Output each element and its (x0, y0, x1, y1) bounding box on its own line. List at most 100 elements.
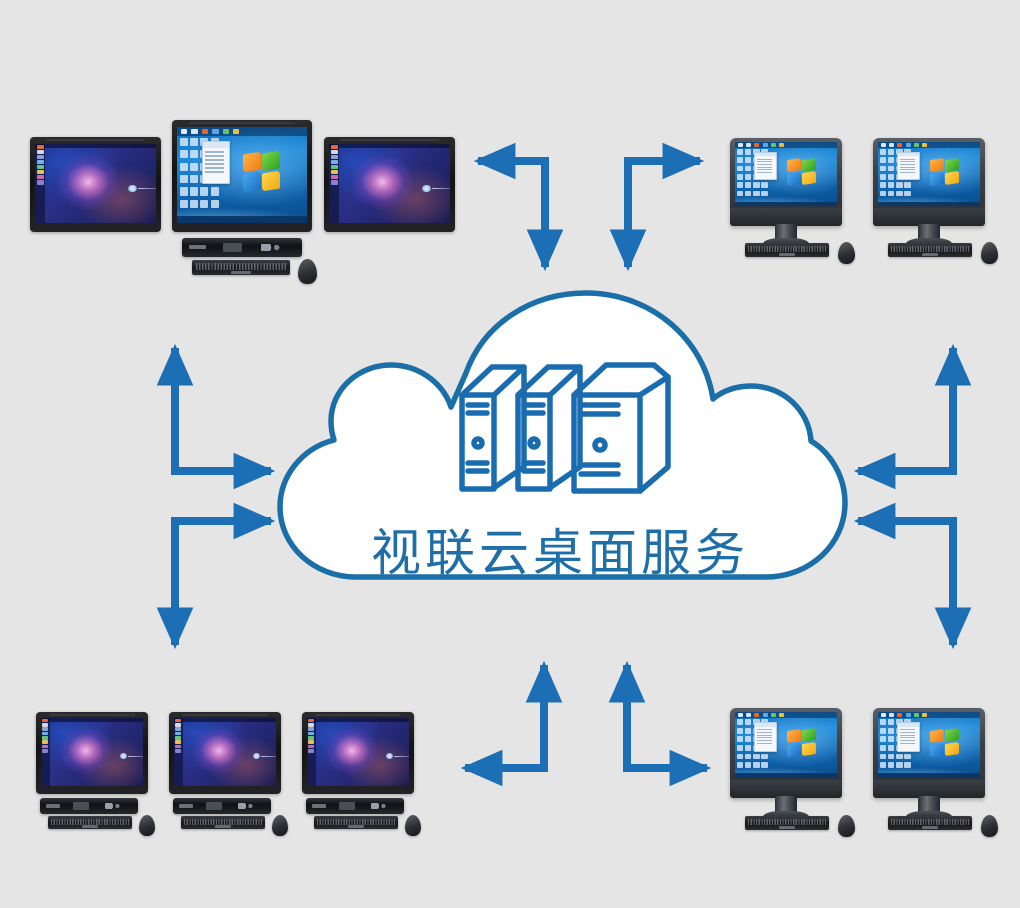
desktop-orb-icon (385, 753, 409, 760)
cloud-service-node: 视联云桌面服务 (270, 285, 850, 629)
monitor-stand-foot (763, 238, 809, 246)
stb-brand-mark (178, 804, 193, 808)
desktop-taskbar (735, 773, 837, 778)
windows-logo-icon (929, 728, 960, 758)
stb-indicator-lights (370, 802, 399, 810)
desktop-taskbar (41, 718, 50, 786)
bottom-left-client-group (32, 712, 421, 836)
connector-cloud-to-top-left (473, 142, 564, 272)
desktop-taskbar (878, 201, 980, 206)
desktop-orb-icon (252, 753, 276, 760)
monitor-stand-foot (906, 238, 952, 246)
monitor-chin (873, 208, 985, 226)
stb-display-panel (206, 802, 222, 810)
desktop-wave (878, 187, 980, 202)
desktop-dialog-window (201, 141, 230, 184)
desktop-topbar (735, 142, 837, 148)
mouse (298, 259, 317, 284)
monitor-nebula-1 (30, 137, 161, 232)
desktop-topbar (174, 718, 276, 722)
desktop-orb-icon (128, 185, 156, 193)
server-towers-icon (459, 362, 671, 494)
cloud-service-label: 视联云桌面服务 (371, 524, 749, 582)
screen-nebula-desktop (174, 718, 276, 786)
desktop-dialog-window (897, 721, 920, 752)
stb-display-panel (222, 242, 242, 253)
set-top-box (173, 798, 271, 814)
mouse (838, 242, 855, 264)
connector-cloud-to-left-upper (156, 343, 276, 490)
desktop-topbar (878, 142, 980, 148)
screen-nebula-desktop (41, 718, 143, 786)
windows-logo-icon (786, 157, 817, 186)
desktop-wave (735, 187, 837, 202)
windows-logo-icon (242, 150, 281, 193)
monitor-nebula (36, 712, 148, 794)
mouse (981, 242, 998, 264)
connector-cloud-to-bottom-right (608, 660, 712, 787)
desktop-taskbar (174, 718, 183, 786)
aio-monitor (873, 138, 985, 226)
windows-logo-icon (929, 157, 960, 186)
keyboard (745, 816, 829, 830)
desktop-taskbar (307, 718, 316, 786)
stb-brand-mark (45, 804, 60, 808)
desktop-topbar (329, 144, 450, 149)
keyboard (48, 816, 132, 829)
desktop-topbar (307, 718, 409, 722)
desktop-wave (177, 195, 307, 217)
monitor-unit-3 (298, 712, 421, 836)
desktop-taskbar (735, 201, 837, 206)
desktop-orb-icon (119, 753, 143, 760)
stb-indicator-lights (261, 243, 295, 252)
set-top-box (306, 798, 404, 814)
monitor-chin (730, 208, 842, 226)
set-top-box (40, 798, 138, 814)
monitor-unit-1 (32, 712, 155, 836)
screen-windows-desktop (735, 142, 837, 206)
desktop-wave (878, 758, 980, 774)
desktop-taskbar (35, 144, 46, 223)
desktop-topbar (878, 712, 980, 718)
monitor-stand-foot (906, 811, 952, 819)
cloud-shape (277, 290, 848, 580)
desktop-dialog-window (754, 151, 777, 181)
keyboard (888, 816, 972, 830)
keyboard (745, 243, 829, 257)
stb-display-panel (73, 802, 89, 810)
desktop-taskbar (177, 216, 307, 223)
desktop-dialog-window (754, 721, 777, 752)
keyboard (181, 816, 265, 829)
screen-nebula-desktop (35, 144, 156, 223)
screen-windows-desktop (878, 712, 980, 778)
mouse (838, 815, 855, 837)
monitor-stand-neck (775, 224, 797, 241)
monitor-nebula (302, 712, 414, 794)
mouse (139, 815, 155, 836)
monitor-nebula-2 (324, 137, 455, 232)
desktop-topbar (177, 127, 307, 136)
desktop-topbar (35, 144, 156, 149)
aio-monitor (730, 138, 842, 226)
keyboard (314, 816, 398, 829)
connector-cloud-to-right-upper (853, 343, 972, 490)
desktop-topbar (41, 718, 143, 722)
connector-cloud-to-top-right (609, 142, 705, 272)
screen-nebula-desktop (307, 718, 409, 786)
all-in-one-desktop-2 (868, 708, 998, 837)
mouse (405, 815, 421, 836)
desktop-topbar (735, 712, 837, 718)
keyboard (192, 260, 290, 275)
desktop-taskbar (878, 773, 980, 778)
monitor-stand-neck (918, 796, 940, 814)
all-in-one-desktop-1 (725, 138, 855, 264)
top-right-client-group (725, 138, 998, 264)
connector-cloud-to-bottom-left (460, 660, 563, 787)
all-in-one-desktop-2 (868, 138, 998, 264)
monitor-windows-center (172, 120, 312, 232)
screen-windows-desktop (878, 142, 980, 206)
stb-display-panel (339, 802, 355, 810)
mouse (272, 815, 288, 836)
desktop-wave (735, 758, 837, 774)
